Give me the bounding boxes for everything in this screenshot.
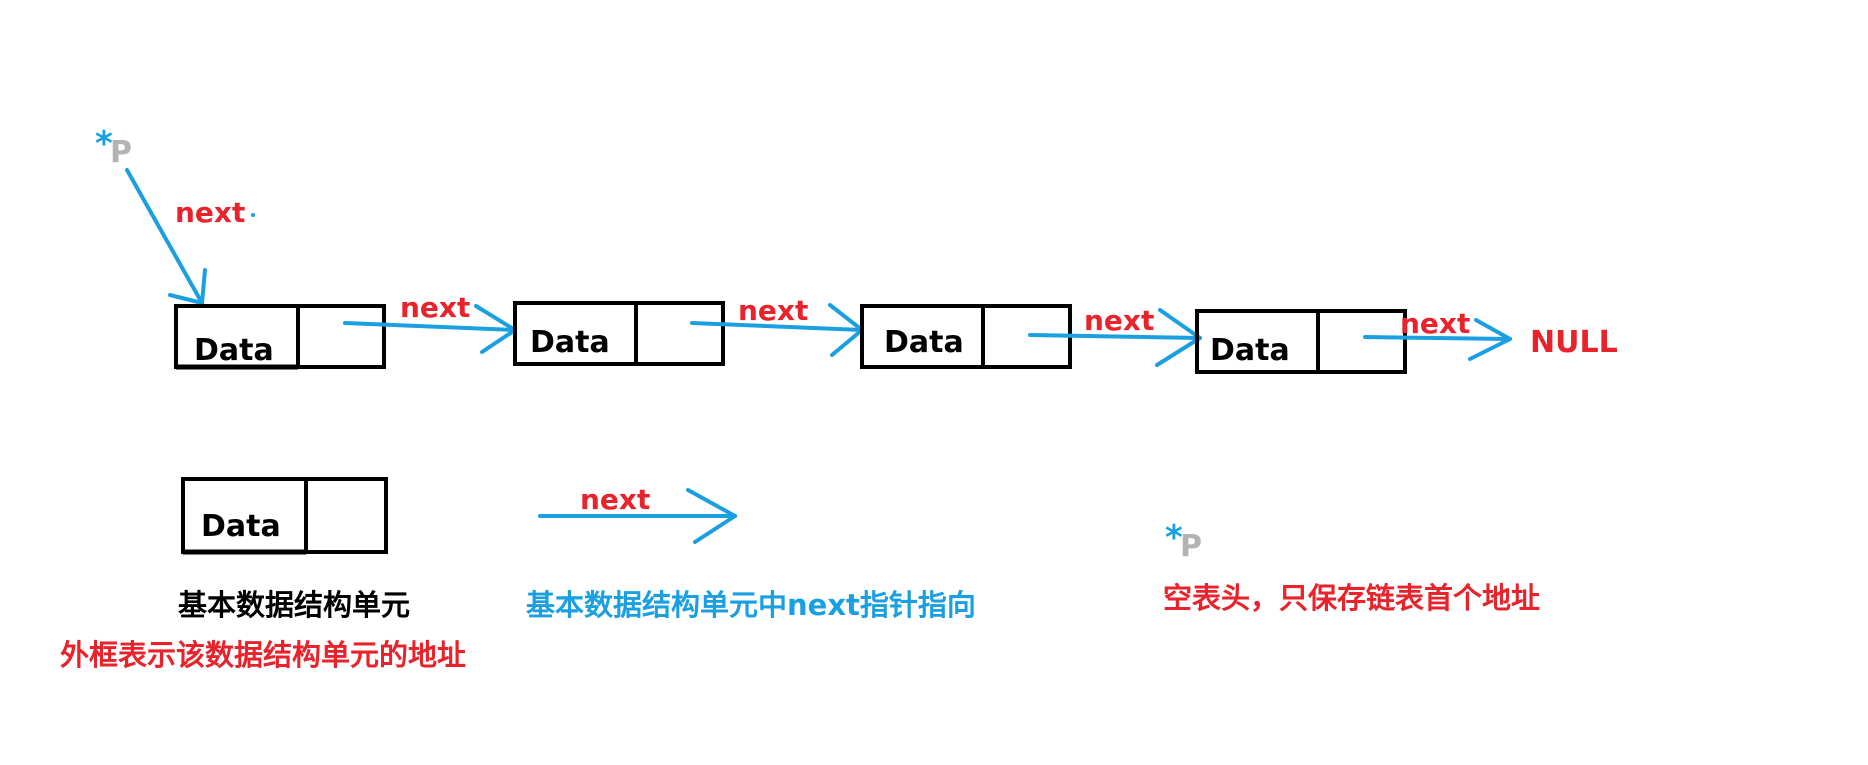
legend-head-caption: 空表头，只保存链表首个地址	[1163, 581, 1540, 615]
node-4-box	[1195, 309, 1407, 374]
node-2-data-label: Data	[530, 325, 610, 360]
head-pointer-letter: P	[110, 135, 132, 170]
node-2-next-label: next	[738, 294, 808, 327]
node-4-next-arrow	[1363, 318, 1512, 361]
node-1-data-label: Data	[194, 333, 274, 368]
node-3-next-label: next	[1084, 304, 1154, 337]
node-1-next-label: next	[400, 291, 470, 324]
legend-next-label: next	[580, 483, 650, 516]
head-pointer-star: *	[95, 124, 113, 164]
null-terminator: NULL	[1530, 325, 1618, 360]
node-4-data-label: Data	[1210, 333, 1290, 368]
legend-next-caption: 基本数据结构单元中next指针指向	[526, 588, 976, 622]
node-3-next-arrow	[1028, 308, 1202, 367]
head-pointer-arrow	[125, 168, 207, 305]
legend-head-letter: P	[1180, 529, 1202, 564]
legend-node-caption: 外框表示该数据结构单元的地址	[60, 638, 466, 672]
legend-node-title: 基本数据结构单元	[178, 588, 410, 622]
node-4: Data	[1195, 309, 1407, 374]
stray-dot	[251, 213, 255, 217]
node-4-next-label: next	[1400, 307, 1470, 340]
legend-node: Data	[181, 477, 388, 555]
legend-next-arrow	[538, 488, 737, 544]
node-3-data-label: Data	[884, 325, 964, 360]
legend-node-data-label: Data	[201, 509, 281, 544]
node-1: Data	[174, 304, 386, 370]
head-pointer-next-label: next	[175, 196, 245, 229]
legend-head-star: *	[1165, 518, 1183, 558]
node-2: Data	[513, 301, 725, 366]
node-2-box	[513, 301, 725, 366]
